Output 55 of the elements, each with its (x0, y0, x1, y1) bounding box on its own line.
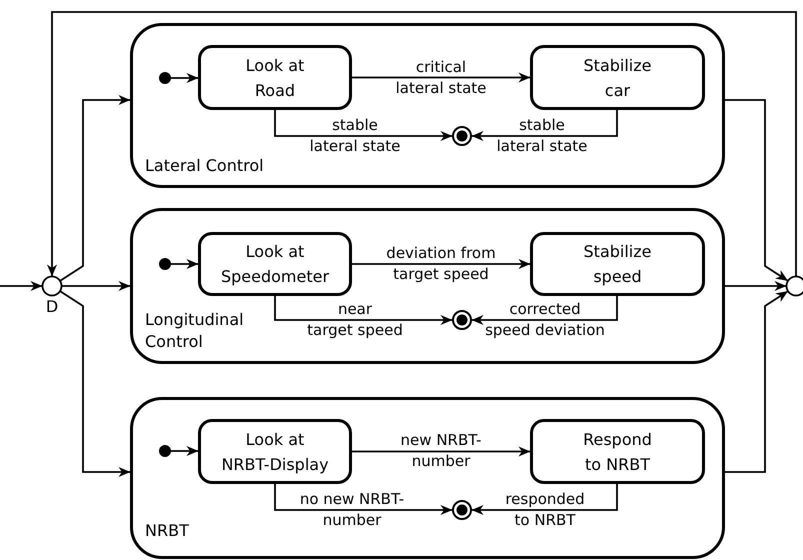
final-state-symbol (451, 309, 473, 331)
edge-label: deviation from target speed (386, 243, 496, 285)
edge-label: critical lateral state (396, 57, 486, 99)
state-name: Look at Road (246, 54, 304, 102)
final-state-symbol (451, 499, 473, 521)
initial-state-dot (158, 444, 172, 458)
state-box (530, 232, 705, 296)
transition-arrow (0, 281, 42, 291)
transition-arrow (352, 259, 530, 269)
transition-arrow (62, 281, 130, 291)
state-name: Lateral Control (145, 155, 264, 177)
state-box (198, 232, 352, 296)
edge-label: new NRBT- number (400, 430, 482, 472)
state-name: Look at Speedometer (220, 241, 330, 288)
transition-arrow (274, 110, 452, 141)
junction-circle (41, 275, 63, 297)
transition-arrow (725, 290, 788, 473)
state-name: Respond to NRBT (583, 428, 652, 476)
edge-label: stable lateral state (310, 115, 400, 157)
initial-state-dot (158, 71, 172, 85)
edge-label: responded to NRBT (505, 489, 585, 531)
state-name: Stabilize speed (584, 241, 652, 288)
state-name: Stabilize car (584, 54, 652, 102)
edge-label: no new NRBT- number (300, 489, 404, 531)
state-name: Longitudinal Control (145, 309, 244, 353)
transition-arrow (472, 296, 618, 325)
transition-arrow (472, 484, 618, 515)
edge-label: stable lateral state (496, 115, 588, 157)
transition-arrow (725, 281, 786, 291)
edge-label: corrected speed deviation (485, 299, 605, 341)
transition-arrow (274, 484, 452, 515)
transition-arrow (60, 95, 130, 282)
transition-arrow (47, 11, 797, 276)
transition-arrow (171, 259, 198, 269)
state-name: NRBT (145, 520, 189, 542)
state-box (530, 419, 705, 484)
transition-arrow (60, 290, 130, 477)
composite-state-frame (130, 208, 725, 364)
edge-label: near target speed (307, 299, 403, 341)
transition-arrow (725, 99, 788, 282)
state-box (198, 45, 352, 110)
junction-label: D (46, 298, 58, 316)
transition-arrow (171, 446, 198, 456)
transition-arrow (352, 446, 530, 456)
state-box (530, 45, 705, 110)
transition-arrow (352, 72, 530, 82)
composite-state-frame (130, 397, 725, 559)
initial-state-dot (158, 257, 172, 271)
state-name: Look at NRBT-Display (221, 428, 329, 476)
final-state-symbol (451, 125, 473, 147)
transition-arrow (274, 296, 452, 325)
composite-state-frame (130, 23, 725, 188)
transition-arrow (472, 110, 618, 141)
transition-arrow (171, 73, 198, 83)
state-box (198, 419, 352, 484)
